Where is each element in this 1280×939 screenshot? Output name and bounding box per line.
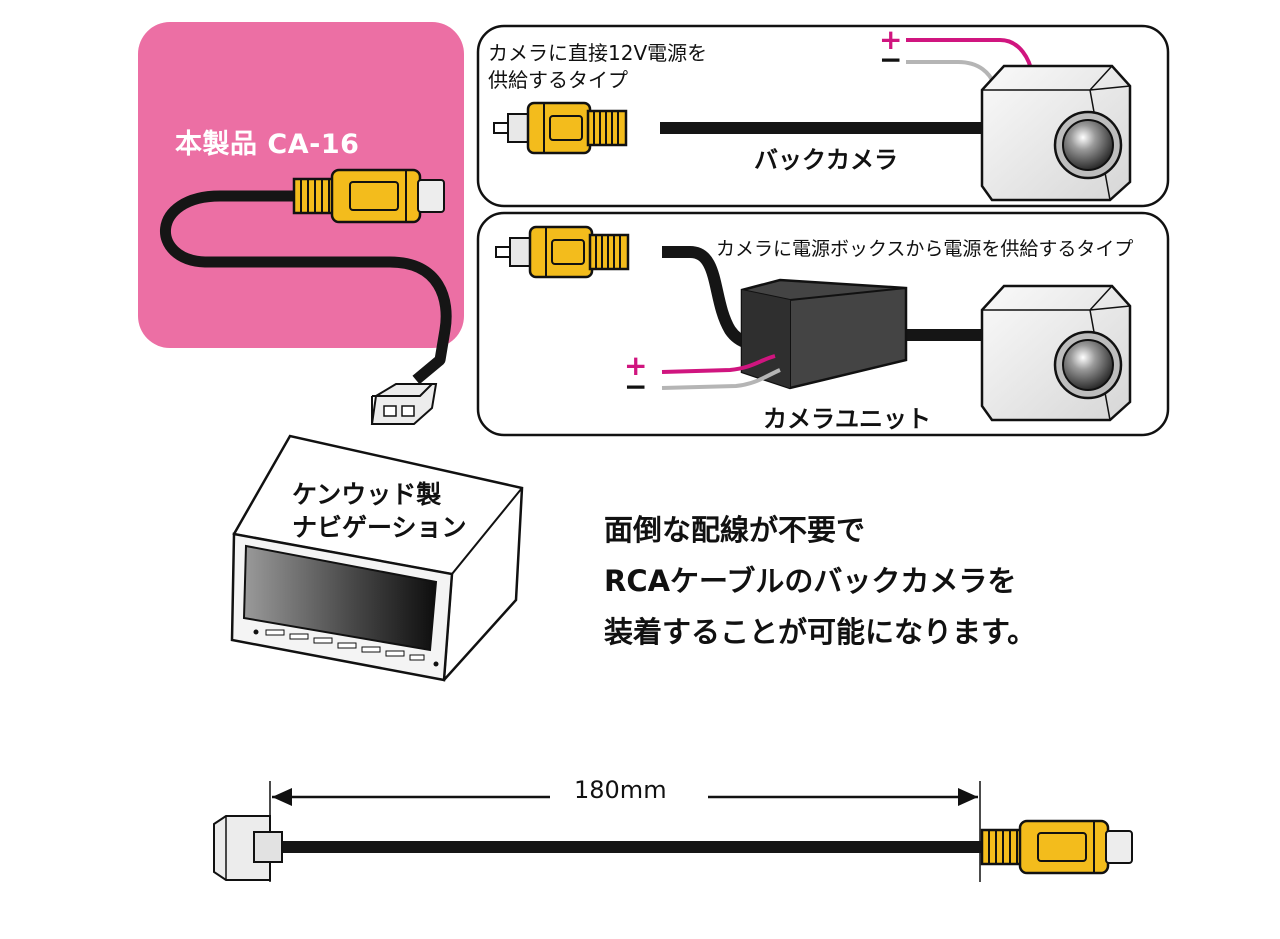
box-plus-wire	[661, 354, 776, 374]
navigation-label: ケンウッド製 ナビゲーション	[292, 478, 502, 544]
bottom-rca-jack	[980, 819, 1134, 875]
direct-plus-sign: +	[879, 23, 903, 56]
box-plus-sign: +	[624, 349, 648, 382]
power-box-description: カメラに電源ボックスから電源を供給するタイプ	[716, 238, 1134, 260]
nav-connector	[370, 383, 438, 425]
main-description: 面倒な配線が不要で RCAケーブルのバックカメラを 装着することが可能になります…	[604, 505, 1036, 658]
product-label: 本製品 CA-16	[175, 129, 360, 160]
direct-power-description-line2: 供給するタイプ	[488, 68, 628, 92]
direct-minus-sign: −	[879, 43, 903, 76]
dimension-label: 180mm	[574, 776, 667, 804]
dimension-arrow-right	[958, 788, 978, 806]
navigation-label-line1: ケンウッド製	[292, 480, 442, 509]
main-description-line3: 装着することが可能になります。	[604, 615, 1037, 649]
navigation-label-line2: ナビゲーション	[292, 513, 467, 542]
direct-power-description: カメラに直接12V電源を 供給するタイプ	[488, 40, 748, 94]
dimension-arrow-left	[272, 788, 292, 806]
camera-unit-label: カメラユニット	[763, 405, 931, 433]
dimension-drawing	[269, 781, 981, 882]
product-cable	[160, 190, 452, 385]
back-camera-label: バックカメラ	[754, 146, 898, 174]
direct-back-camera	[980, 64, 1132, 202]
box-back-camera	[980, 284, 1132, 422]
navigation-unit	[230, 434, 524, 682]
box-minus-wire	[661, 368, 781, 390]
box-minus-sign: −	[624, 370, 648, 403]
bottom-connector	[213, 815, 283, 881]
main-description-line1: 面倒な配線が不要で	[604, 513, 866, 547]
direct-power-description-line1: カメラに直接12V電源を	[488, 41, 708, 65]
main-description-line2: RCAケーブルのバックカメラを	[604, 564, 1017, 598]
